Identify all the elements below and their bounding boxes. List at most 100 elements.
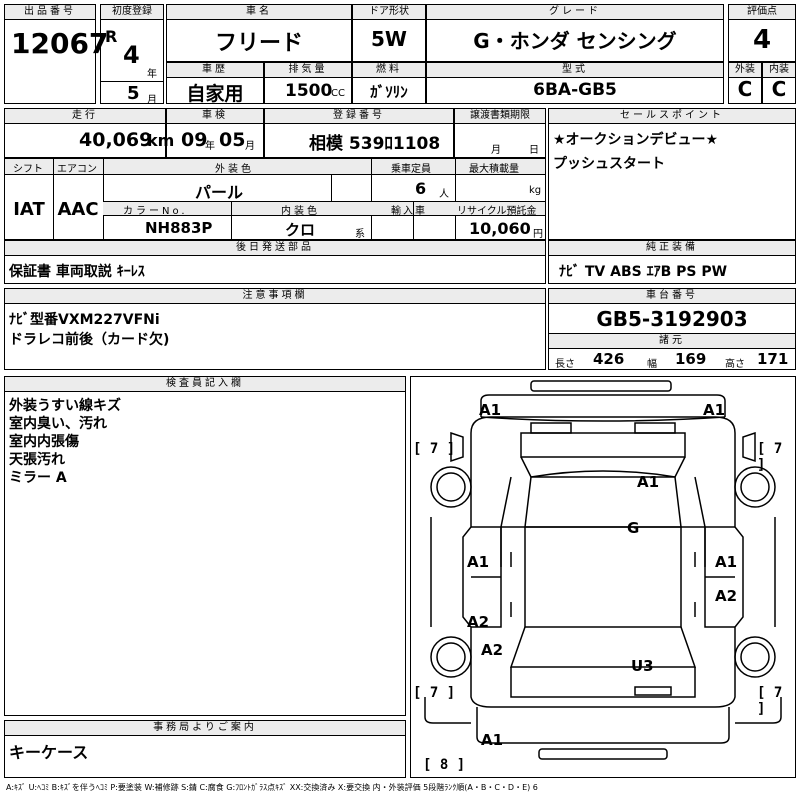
note-1: ﾅﾋﾞ型番VXM227VFNi: [9, 312, 160, 328]
damage-a1-front-left: A1: [479, 401, 502, 419]
month-unit: 月: [147, 95, 157, 106]
car-diagram: A1 A1 A1 G A1 A1 A2 A2 A2 U3 A1 [ 7 ] [ …: [410, 376, 796, 778]
genuine-header: 純正装備: [549, 241, 795, 256]
spec-table: シフト エアコン 外装色 乗車定員 最大積載量 IAT AAC パール 6 人 …: [4, 158, 546, 240]
max-load-header: 最大積載量: [469, 164, 519, 175]
inspector-box: 検査員記入欄 外装うすい線キズ 室内臭い、汚れ 室内内張傷 天張汚れ ミラー A: [4, 376, 406, 716]
history-box: 車歴 自家用: [166, 62, 264, 105]
specs-header: 諸元: [549, 333, 795, 349]
capacity: 6: [415, 179, 427, 198]
ext-score-box: 外装 C: [728, 62, 762, 104]
model-header: 型式: [427, 63, 723, 78]
year-unit: 年: [147, 69, 157, 80]
grade: G・ホンダ センシング: [473, 29, 677, 53]
bracket-rear: [ 8 ]: [423, 757, 466, 773]
history: 自家用: [186, 83, 244, 105]
note-2: ドラレコ前後（カード欠): [9, 332, 170, 348]
height: 171: [757, 350, 789, 368]
fuel: ｶﾞｿﾘﾝ: [370, 83, 408, 101]
bracket-front-left: [ 7 ]: [413, 441, 456, 457]
recycle: 10,060: [469, 219, 531, 238]
grade-box: グレード G・ホンダ センシング: [426, 4, 724, 62]
model: 6BA-GB5: [533, 80, 617, 100]
ext-score: C: [737, 77, 753, 101]
kei-unit: 系: [355, 229, 365, 240]
genuine: ﾅﾋﾞ TV ABS ｴｱB PS PW: [559, 264, 728, 280]
fuel-header: 燃料: [353, 63, 425, 78]
lot-number: 12067: [11, 27, 109, 60]
width: 169: [675, 350, 707, 368]
aircon-header: エアコン: [57, 164, 97, 175]
damage-a1-hood: A1: [637, 473, 660, 491]
capacity-header: 乗車定員: [391, 164, 431, 175]
int-color: クロ: [285, 221, 316, 239]
displacement: 1500: [285, 81, 333, 101]
first-reg-header: 初度登録: [101, 5, 163, 20]
notes-header: 注意事項欄: [5, 289, 545, 304]
displacement-header: 排気量: [265, 63, 351, 78]
history-header: 車歴: [167, 63, 263, 78]
inspector-line-1: 外装うすい線キズ: [9, 398, 121, 414]
mileage-header: 走行: [5, 109, 165, 124]
reg-month: 5: [127, 83, 140, 104]
score-box: 評価点 4: [728, 4, 796, 62]
registration-box: 登録番号 相模 539ﾛ1108: [264, 108, 454, 158]
reg-year: 4: [123, 41, 140, 69]
first-reg-box: 初度登録 R 4 年 5 月: [100, 4, 164, 106]
damage-a2-right-rear: A2: [715, 587, 738, 605]
grade-header: グレード: [427, 5, 723, 20]
office-box: 事務局よりご案内 キーケース: [4, 720, 406, 778]
import-header: 輸入車: [391, 206, 427, 217]
transfer-month-unit: 月: [491, 145, 501, 156]
inspector-line-3: 室内内張傷: [9, 434, 79, 450]
door-type: 5W: [371, 27, 407, 51]
damage-a2-left-quarter: A2: [481, 641, 504, 659]
color: パール: [195, 183, 244, 202]
score-header: 評価点: [729, 5, 795, 20]
later-parts: 保証書 車両取説 ｷｰﾚｽ: [9, 264, 145, 280]
chassis-number: GB5-3192903: [596, 307, 748, 331]
damage-legend: A:ｷｽﾞ U:ﾍｺﾐ B:ｷｽﾞを伴うﾍｺﾐ P:要塗装 W:補修跡 S:錆 …: [6, 783, 538, 792]
inspector-header: 検査員記入欄: [5, 377, 405, 392]
int-score-box: 内装 C: [762, 62, 796, 104]
km-unit: km: [147, 131, 175, 150]
era-label: R: [105, 27, 118, 46]
car-name-header: 車名: [167, 5, 351, 20]
door-header: ドア形状: [353, 5, 425, 20]
inspection-month: 05: [219, 129, 246, 151]
office-header: 事務局よりご案内: [5, 721, 405, 736]
length-label: 長さ: [555, 359, 575, 370]
genuine-box: 純正装備 ﾅﾋﾞ TV ABS ｴｱB PS PW: [548, 240, 796, 284]
sales-point-1: ★オークションデビュー★: [553, 132, 719, 148]
later-parts-header: 後日発送部品: [5, 241, 545, 256]
mileage: 40,069: [79, 129, 153, 151]
chassis-box: 車台番号 GB5-3192903 諸元 長さ 426 幅 169 高さ 171: [548, 288, 796, 370]
registration: 相模 539ﾛ1108: [309, 134, 441, 154]
shift: IAT: [13, 199, 45, 220]
int-header: 内装: [763, 63, 795, 78]
color-no: NH883P: [145, 219, 213, 237]
inspection-header: 車検: [167, 109, 263, 124]
sales-point-header: セールスポイント: [549, 109, 795, 124]
sales-point-box: セールスポイント ★オークションデビュー★ プッシュスタート: [548, 108, 796, 240]
chassis-header: 車台番号: [549, 289, 795, 304]
inspector-line-2: 室内臭い、汚れ: [9, 416, 107, 432]
score: 4: [752, 25, 772, 55]
lot-header: 出品番号: [5, 5, 95, 20]
transfer-header: 譲渡書類期限: [455, 109, 545, 124]
ins-month-unit: 月: [245, 141, 255, 152]
car-outline: [424, 380, 782, 760]
width-label: 幅: [647, 359, 657, 370]
door-box: ドア形状 5W: [352, 4, 426, 62]
damage-a1-right-door: A1: [715, 553, 738, 571]
model-box: 型式 6BA-GB5: [426, 62, 724, 104]
damage-a1-rear-bumper: A1: [481, 731, 504, 749]
office-text: キーケース: [9, 743, 89, 762]
int-score: C: [771, 77, 787, 101]
length: 426: [593, 350, 625, 368]
bracket-rear-left: [ 7 ]: [413, 685, 456, 701]
aircon: AAC: [57, 199, 99, 220]
persons-unit: 人: [439, 189, 449, 200]
displacement-box: 排気量 1500 CC: [264, 62, 352, 104]
kg-unit: kg: [529, 185, 542, 196]
